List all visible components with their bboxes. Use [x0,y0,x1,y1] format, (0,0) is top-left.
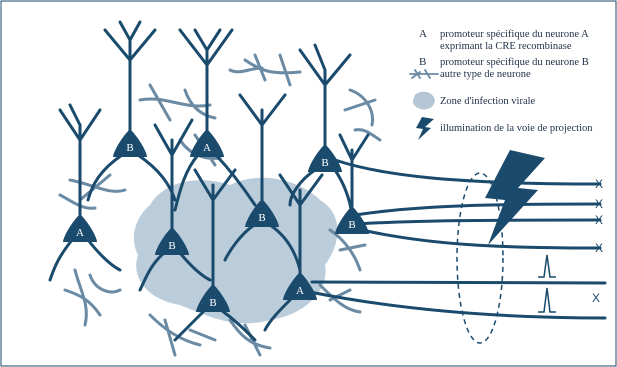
spike-1 [538,255,556,277]
legend-a-line2: exprimant la CRE recombinase [440,41,572,53]
axon-block-mark: X [595,197,603,211]
legend-icon-lightning [416,117,434,140]
legend-key-b: B [419,56,426,68]
axon-block-marks: XXXXX [592,177,603,305]
legend-b-line1: promoteur spécifique du neurone B [440,57,589,69]
lightning-icon [485,150,545,245]
spike-2 [538,288,556,312]
legend-other-neuron: autre type de neurone [440,69,531,81]
legend-a-line1: promoteur spécifique du neurone A [440,29,589,41]
legend-key-a: A [419,28,427,40]
legend-infection-zone: Zone d'infection virale [440,96,535,108]
neuron-label: A [296,285,304,297]
neuron-label: B [168,240,175,252]
neuron-a-2: A [190,129,224,157]
axon-block-mark: X [595,241,603,255]
axon-block-mark: X [595,177,603,191]
axon-block-mark: X [592,291,600,305]
neuron-b-3: B [308,144,342,172]
neuron-label: B [209,297,216,309]
legend-illumination: illumination de la voie de projection [440,123,593,135]
neuron-label: B [258,212,265,224]
neuron-label: A [203,142,211,154]
neuron-label: B [348,219,355,231]
neuron-a-5: A [63,214,97,242]
axon-block-mark: X [595,213,603,227]
neuron-label: B [126,142,133,154]
neuron-label: B [321,157,328,169]
neuron-b-7: B [335,206,369,234]
legend-icon-infection [413,92,435,110]
neuron-b-1: B [113,129,147,157]
legend-icon-other-neuron [410,70,438,78]
neuron-label: A [76,227,84,239]
